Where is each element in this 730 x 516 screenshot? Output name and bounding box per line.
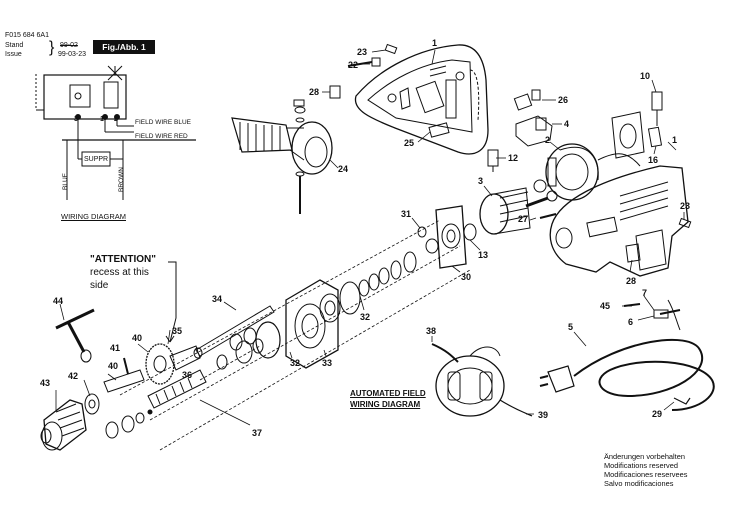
bearing-plate-part-30	[417, 205, 467, 269]
callout-40-lower: 40	[108, 361, 118, 371]
modification-note-en: Modifications reserved	[604, 461, 678, 470]
callout-numbers: 1 23 22 28 25 10 26 4 2 12 1 16 24 3 31 …	[40, 38, 690, 438]
figure-badge: Fig./Abb. 1	[93, 40, 155, 54]
issue-label: Issue	[5, 51, 22, 58]
wiring-diagram	[35, 65, 196, 200]
callout-32-lower: 32	[290, 358, 300, 368]
modification-note-es: Salvo modificaciones	[604, 479, 674, 488]
callout-30: 30	[461, 272, 471, 282]
header-brace: }	[49, 39, 55, 56]
callout-43: 43	[40, 378, 50, 388]
field-wire-red-label: FIELD WIRE RED	[135, 133, 188, 140]
callout-24: 24	[338, 164, 348, 174]
callout-6: 6	[628, 317, 633, 327]
washer-part-42	[84, 393, 100, 415]
callout-40: 40	[132, 333, 142, 343]
callout-28: 28	[309, 87, 319, 97]
motor-housing-part-1	[549, 111, 689, 277]
auxiliary-handle-part-24	[231, 99, 333, 214]
callout-31: 31	[401, 209, 411, 219]
power-cord-part-5	[539, 299, 715, 411]
callout-36: 36	[182, 370, 192, 380]
callout-10: 10	[640, 71, 650, 81]
modification-note-de: Änderungen vorbehalten	[604, 452, 685, 461]
callout-13: 13	[478, 250, 488, 260]
brush-part-4	[515, 115, 553, 147]
callout-44: 44	[53, 296, 63, 306]
gear-housing-part-33	[285, 279, 339, 369]
attention-pointer	[165, 261, 177, 343]
field-coil-part-2	[533, 143, 641, 201]
attention-title: "ATTENTION"	[90, 254, 156, 265]
callout-41: 41	[110, 343, 120, 353]
callout-25: 25	[404, 138, 414, 148]
callout-42: 42	[68, 371, 78, 381]
callout-29: 29	[652, 409, 662, 419]
callout-38: 38	[426, 326, 436, 336]
screw-part-27	[539, 213, 557, 219]
needle-bearing-part-37	[105, 409, 153, 439]
callout-leaders	[55, 49, 685, 426]
attention-note: "ATTENTION" recess at this side	[90, 253, 156, 292]
callout-22: 22	[348, 60, 358, 70]
automated-field-caption-line-2: WIRING DIAGRAM	[350, 400, 421, 409]
callout-28-right: 28	[626, 276, 636, 286]
callout-39: 39	[538, 410, 548, 420]
automated-field-assembly	[431, 343, 533, 417]
switch-part-16	[647, 126, 663, 148]
callout-1-right: 1	[672, 135, 677, 145]
clip-part-23	[384, 43, 398, 55]
callout-16: 16	[648, 155, 658, 165]
automated-field-caption-line-1: AUTOMATED FIELD	[350, 389, 426, 398]
brush-holder-part-26	[513, 89, 541, 111]
wiring-diagram-title: WIRING DIAGRAM	[61, 212, 126, 221]
callout-34: 34	[212, 294, 222, 304]
callout-32: 32	[360, 312, 370, 322]
attention-line-1: recess at this	[90, 267, 149, 278]
bearing-stack	[255, 251, 417, 359]
callout-45: 45	[600, 301, 610, 311]
callout-4: 4	[564, 119, 569, 129]
shaft-part-40	[103, 369, 145, 393]
callout-23: 23	[357, 47, 367, 57]
callout-23-right: 23	[680, 201, 690, 211]
callout-1: 1	[432, 38, 437, 48]
clip-part-23-right	[678, 217, 692, 229]
document-number: F015 684 6A1	[5, 32, 49, 39]
callout-37: 37	[252, 428, 262, 438]
chuck-key-part-44	[55, 308, 95, 363]
callout-3: 3	[478, 176, 483, 186]
callout-12: 12	[508, 153, 518, 163]
callout-7: 7	[642, 288, 647, 298]
callout-2: 2	[545, 135, 550, 145]
callout-33: 33	[322, 358, 332, 368]
armature-part-3	[463, 187, 558, 241]
callout-27: 27	[518, 214, 528, 224]
modification-note: Änderungen vorbehalten Modifications res…	[604, 452, 687, 488]
stand-label: Stand	[5, 42, 24, 49]
drill-chuck-part-43	[40, 399, 87, 451]
callout-35: 35	[172, 326, 182, 336]
issue-value: 99-03-23	[58, 51, 87, 58]
modification-note-fr: Modificaciones reservees	[604, 470, 688, 479]
switch-part-10	[651, 91, 663, 126]
intermediate-shaft-part-36	[147, 338, 264, 409]
pin-part-41	[123, 357, 129, 375]
clip-part-28-top	[329, 85, 341, 99]
suppr-label: SUPPR	[84, 156, 109, 163]
field-wire-blue-label: FIELD WIRE BLUE	[135, 119, 191, 126]
stand-value: 99-02	[60, 42, 78, 49]
gear-part-40	[145, 343, 201, 385]
callout-26: 26	[558, 95, 568, 105]
callout-5: 5	[568, 322, 573, 332]
housing-half-part-1	[354, 44, 489, 155]
attention-line-2: side	[90, 280, 109, 291]
brush-spring-part-12	[487, 149, 499, 172]
